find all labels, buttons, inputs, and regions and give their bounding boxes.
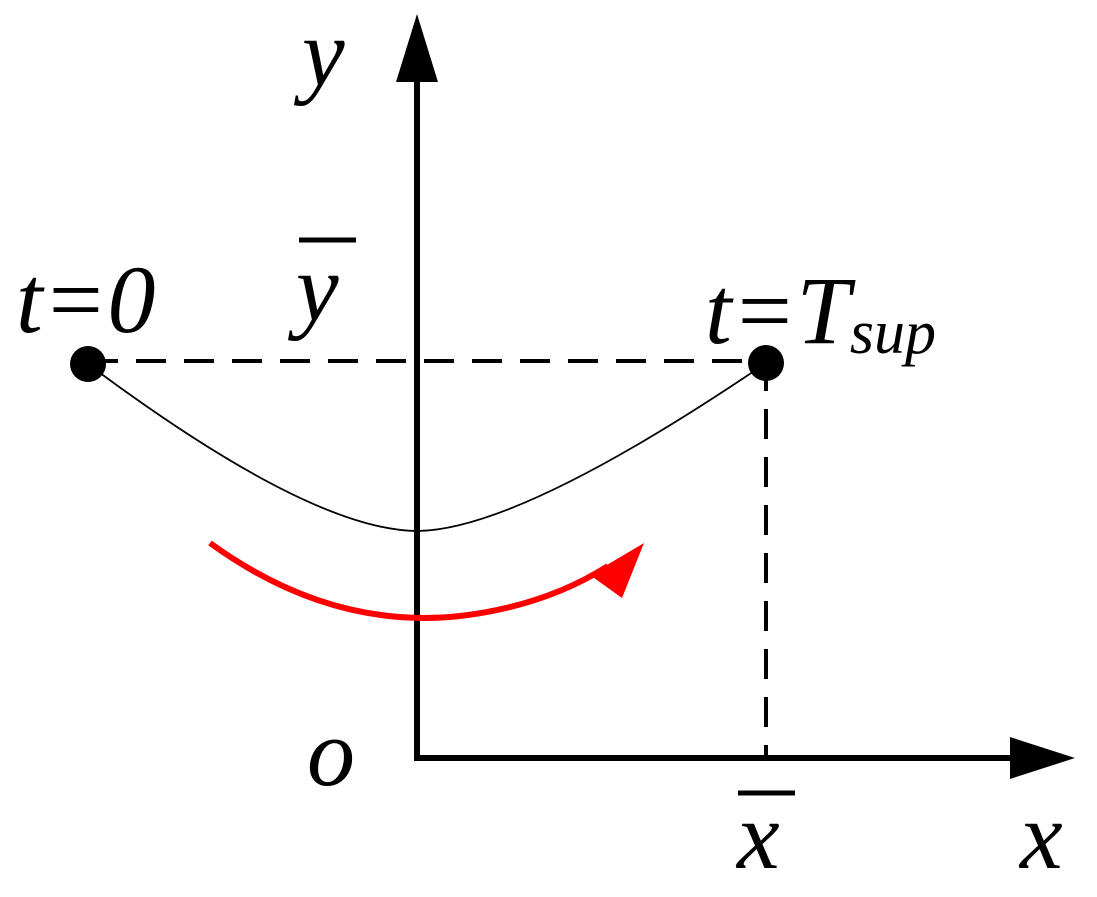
y-axis-arrowhead [396, 14, 438, 82]
start-point [70, 346, 106, 382]
end-time-label-main: t=T [705, 257, 856, 364]
axes [396, 14, 1075, 779]
origin-label: o [307, 699, 355, 806]
x-axis-arrowhead [1010, 737, 1075, 779]
y-axis-label: y [293, 0, 345, 106]
x-bar-label: x [735, 782, 780, 889]
direction-arrow-curve [208, 540, 610, 621]
trajectory-curve [87, 362, 767, 532]
end-time-label: t=Tsup [705, 257, 936, 367]
x-axis-label: x [1018, 782, 1063, 889]
end-point [748, 345, 784, 381]
end-time-label-subscript: sup [850, 299, 936, 367]
direction-arrowhead [590, 543, 644, 598]
y-bar-label: y [287, 234, 339, 341]
start-time-label: t=0 [16, 246, 155, 353]
